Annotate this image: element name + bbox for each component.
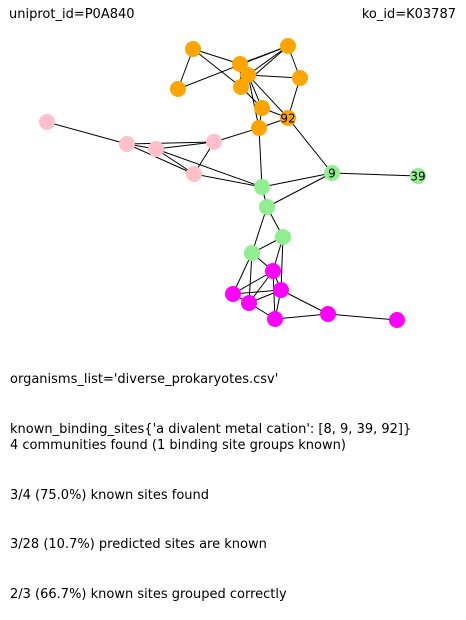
graph-edge [327, 313, 398, 321]
graph-node-green [410, 168, 426, 184]
graph-edge [280, 289, 329, 315]
graph-node-green [275, 229, 291, 245]
graph-node-green [259, 199, 275, 215]
known-binding-sites-text: known_binding_sites{'a divalent metal ca… [10, 421, 412, 437]
graph-node-magenta [265, 263, 281, 279]
ko-id-label: ko_id=K03787 [361, 7, 456, 22]
graph-edge [247, 74, 260, 129]
graph-edge [280, 236, 284, 291]
graph-node-pink [39, 114, 55, 130]
graph-edges [46, 45, 419, 321]
graph-edge [287, 117, 333, 174]
graph-node-orange [280, 38, 296, 54]
summary-line-known-found: 3/4 (75.0%) known sites found [10, 487, 209, 503]
graph-node-orange [251, 120, 267, 136]
graph-node-orange [292, 70, 308, 86]
graph-node-green [244, 245, 260, 261]
graph-edge [155, 148, 263, 188]
results-summary: 4 communities found (1 binding site grou… [10, 405, 346, 620]
graph-edge [248, 252, 253, 304]
graph-node-label: 9 [328, 167, 336, 181]
summary-line-grouped-correctly: 2/3 (66.7%) known sites grouped correctl… [10, 586, 287, 602]
graph-node-orange [185, 41, 201, 57]
graph-node-label: 39 [410, 170, 425, 184]
graph-edge [232, 289, 282, 295]
graph-node-labels: 92 9 39 [280, 112, 425, 184]
summary-line-communities: 4 communities found (1 binding site grou… [10, 438, 346, 453]
graph-node-orange [280, 110, 296, 126]
graph-node-pink [148, 141, 164, 157]
graph-edge [272, 270, 276, 320]
graph-edge [261, 172, 333, 188]
graph-edge [192, 48, 242, 88]
graph-node-orange [232, 56, 248, 72]
graph-edge [193, 173, 263, 188]
organisms-list-text: organisms_list='diverse_prokaryotes.csv' [10, 372, 279, 387]
graph-node-pink [206, 134, 222, 150]
graph-node-orange [254, 100, 270, 116]
graph-node-magenta [241, 295, 257, 311]
graph-node-green [324, 165, 340, 181]
graph-edge [239, 45, 289, 65]
graph-edge [258, 127, 263, 188]
dataset-info: organisms_list='diverse_prokaryotes.csv'… [10, 339, 411, 455]
graph-node-magenta [267, 311, 283, 327]
network-graph: 92 9 39 [39, 38, 426, 328]
graph-node-orange [240, 67, 256, 83]
graph-edge [247, 45, 289, 76]
graph-edge [192, 48, 241, 65]
summary-line-predicted-known: 3/28 (10.7%) predicted sites are known [10, 537, 267, 552]
graph-node-label: 92 [280, 112, 295, 126]
graph-edge [155, 141, 215, 150]
graph-edge [266, 172, 333, 208]
graph-edge [46, 121, 128, 145]
graph-node-green [254, 179, 270, 195]
graph-edge [247, 74, 289, 119]
graph-node-orange [170, 81, 186, 97]
graph-edge [126, 141, 215, 145]
graph-node-pink [186, 166, 202, 182]
graph-node-magenta [320, 306, 336, 322]
graph-node-magenta [273, 282, 289, 298]
graph-node-orange [233, 79, 249, 95]
graph-node-magenta [225, 286, 241, 302]
graph-edge [274, 313, 329, 320]
graph-edge [247, 74, 301, 79]
graph-node-pink [119, 136, 135, 152]
graph-edge [251, 206, 268, 254]
uniprot-id-label: uniprot_id=P0A840 [9, 7, 135, 22]
graph-edge [126, 143, 195, 175]
graph-edge [331, 172, 419, 177]
graph-nodes [39, 38, 426, 328]
graph-node-magenta [389, 312, 405, 328]
